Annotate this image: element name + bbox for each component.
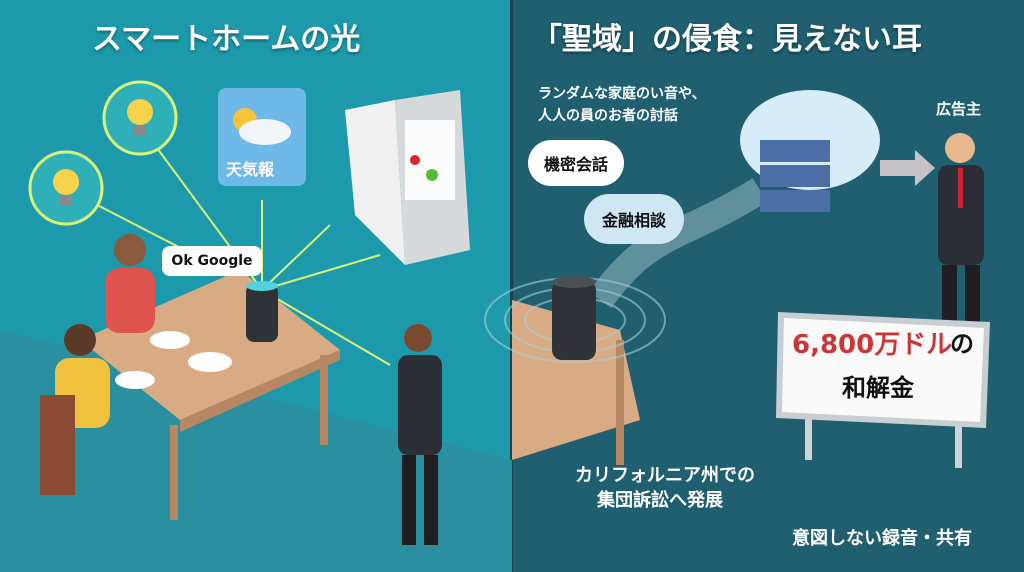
- panel-divider: [510, 0, 513, 572]
- sign-no: の: [950, 330, 974, 358]
- ok-google-speech-bubble: Ok Google: [162, 246, 262, 276]
- person-suit: [398, 324, 442, 545]
- arrow-icon: [880, 150, 935, 186]
- lawsuit-line1: カリフォルニア州での: [575, 465, 755, 486]
- bottom-caption: 意図しない録音・共有: [792, 528, 972, 549]
- speech-bubble-finance: 金融相談: [584, 194, 684, 244]
- caption-top-line1: ランダムな家庭のい音や、: [538, 86, 706, 102]
- settlement-sign: [776, 312, 990, 468]
- speech-bubble-confidential: 機密会話: [528, 140, 624, 186]
- person-yellow-shirt: [40, 324, 110, 495]
- right-title: 「聖域」の侵食：見えない耳: [532, 22, 922, 57]
- smart-speaker: [552, 280, 596, 360]
- caption-top-line2: 人人の員のお者の討話: [538, 108, 678, 124]
- lightbulb-icon: [28, 150, 104, 226]
- server-icon: [760, 140, 830, 212]
- lightbulb-icon: [102, 80, 178, 156]
- left-title: スマートホームの光: [92, 22, 361, 57]
- cloud-icon: [239, 119, 291, 145]
- plate: [115, 371, 155, 389]
- table-right: [512, 300, 640, 460]
- sign-amount: 6,800万ドル: [792, 330, 953, 360]
- lawsuit-line2: 集団訴訟へ発展: [597, 490, 723, 511]
- floor: [0, 330, 512, 572]
- sign-text: 和解金: [842, 374, 914, 402]
- refrigerator: [345, 90, 470, 265]
- advertiser-label: 広告主: [936, 100, 982, 118]
- weather-label: 天気報: [226, 160, 275, 179]
- smart-speaker: [246, 284, 278, 342]
- plate: [188, 352, 232, 372]
- advertiser-person: [938, 133, 984, 330]
- person-red-shirt: [105, 234, 155, 333]
- plate: [150, 331, 190, 349]
